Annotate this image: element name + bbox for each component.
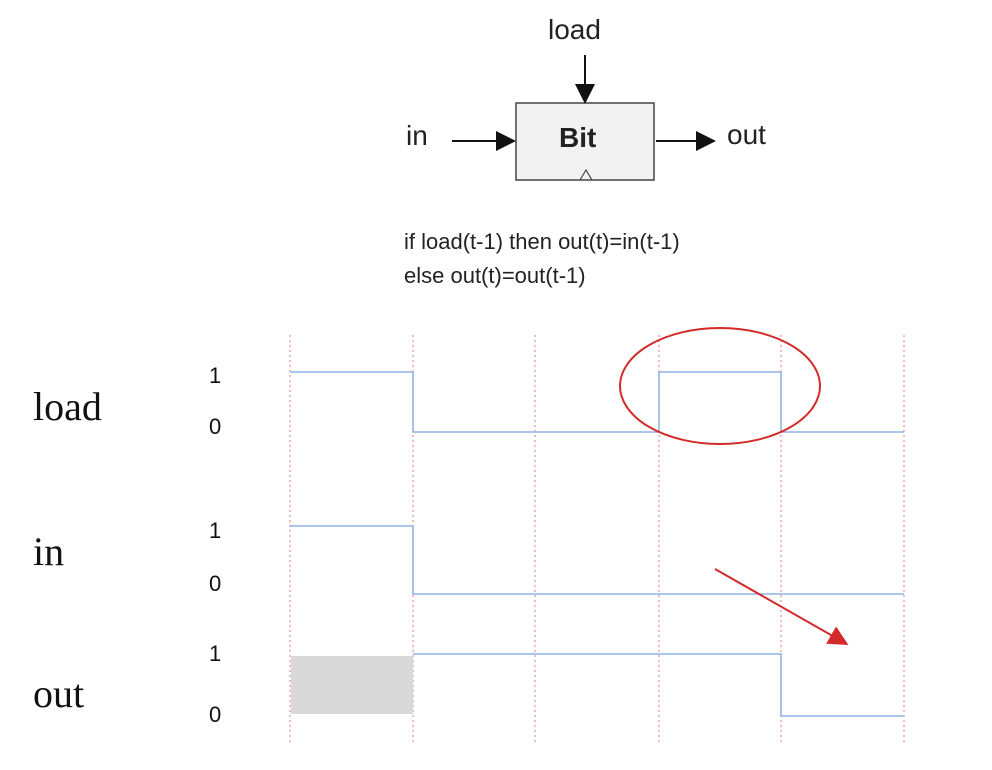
clock-triangle-icon — [579, 168, 593, 181]
out-level-low: 0 — [209, 702, 222, 727]
chip-name: Bit — [559, 122, 597, 153]
output-label: out — [727, 119, 766, 150]
load-level-high: 1 — [209, 363, 222, 388]
out-undefined-region — [291, 656, 413, 714]
signal-name-in: in — [33, 529, 65, 574]
out-level-high: 1 — [209, 641, 222, 666]
formula-line-2: else out(t)=out(t-1) — [404, 263, 586, 288]
annotation-arrow — [714, 568, 849, 645]
input-label: in — [406, 120, 428, 151]
load-highlight-ellipse — [619, 327, 821, 445]
bit-chip-box — [515, 102, 655, 181]
in-level-low: 0 — [209, 571, 222, 596]
load-level-low: 0 — [209, 414, 222, 439]
signal-name-out: out — [33, 671, 85, 716]
in-level-high: 1 — [209, 518, 222, 543]
out-waveform — [413, 653, 904, 717]
load-label: load — [548, 14, 601, 45]
load-waveform — [290, 371, 904, 433]
signal-name-load: load — [33, 384, 102, 429]
in-waveform — [290, 525, 904, 595]
formula: if load(t-1) then out(t)=in(t-1) else ou… — [404, 225, 680, 293]
formula-line-1: if load(t-1) then out(t)=in(t-1) — [404, 229, 680, 254]
